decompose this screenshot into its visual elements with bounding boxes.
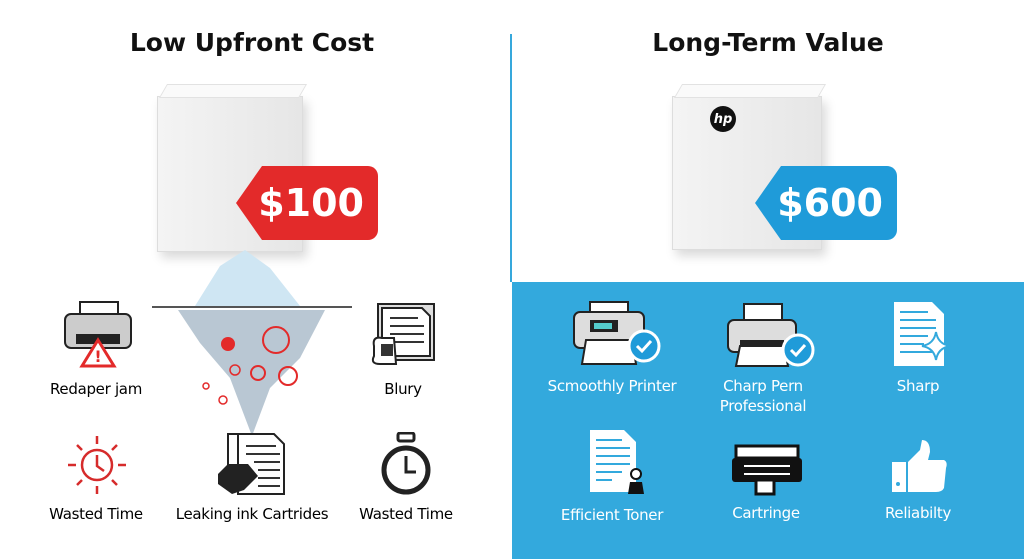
label-efficient-toner: Efficient Toner <box>560 506 664 524</box>
label-wasted-time-2: Wasted Time <box>359 505 453 523</box>
label-leaking-cartridges: Leaking ink Cartrides <box>175 505 329 523</box>
label-paper-jam: Redaper jam <box>49 380 143 398</box>
right-title: Long-Term Value <box>652 28 884 57</box>
printer-check-icon <box>573 301 661 365</box>
stopwatch-icon <box>381 432 431 495</box>
left-title: Low Upfront Cost <box>129 28 375 57</box>
box-top <box>673 84 827 98</box>
divider <box>510 34 512 282</box>
iceberg-icon <box>152 250 352 436</box>
label-smoothly-printer: Scmoothly Printer <box>547 377 677 395</box>
document-stamp-icon <box>590 430 644 494</box>
printer-jam-icon: ! <box>64 301 132 368</box>
red-clock-sun-icon <box>68 436 126 494</box>
leaking-cartridge-icon <box>218 433 285 495</box>
sharp-document-icon <box>894 302 951 366</box>
thumbs-up-icon <box>892 440 947 492</box>
blurry-document-icon <box>371 303 435 365</box>
label-sharp-professional: Charp Pern Professional <box>719 377 807 415</box>
cartridge-icon <box>732 444 802 496</box>
label-wasted-time: Wasted Time <box>49 505 143 523</box>
svg-text:!: ! <box>94 347 101 366</box>
label-cartridge: Cartringe <box>732 504 800 522</box>
hp-logo: hp <box>710 106 736 132</box>
printer-check-icon <box>727 303 815 367</box>
price-tag-low: $100 <box>236 166 378 240</box>
box-top <box>158 84 308 98</box>
label-reliability: Reliabilty <box>884 504 952 522</box>
label-sharp: Sharp <box>896 377 940 395</box>
label-blurry: Blury <box>384 380 422 398</box>
price-tag-high: $600 <box>755 166 897 240</box>
